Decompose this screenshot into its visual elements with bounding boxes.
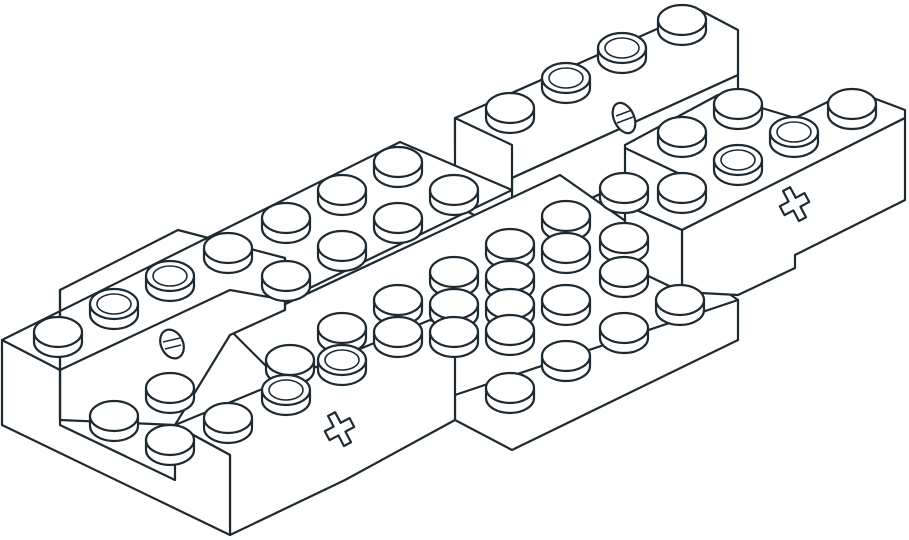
stud bbox=[202, 401, 254, 445]
stud bbox=[598, 255, 650, 299]
hollow-stud bbox=[88, 287, 140, 331]
stud bbox=[260, 259, 312, 303]
stud bbox=[656, 171, 708, 215]
stud bbox=[484, 371, 536, 415]
hollow-stud bbox=[316, 343, 368, 387]
stud bbox=[372, 201, 424, 245]
stud bbox=[598, 221, 650, 265]
stud bbox=[540, 231, 592, 275]
stud bbox=[656, 115, 708, 159]
stud bbox=[144, 423, 196, 467]
stud bbox=[260, 201, 312, 245]
stud bbox=[316, 229, 368, 273]
stud bbox=[598, 171, 650, 215]
studs-layer bbox=[32, 3, 878, 467]
stud bbox=[372, 145, 424, 189]
axle-hole-left bbox=[323, 411, 356, 448]
axle-hole-right bbox=[778, 186, 811, 223]
hollow-stud bbox=[144, 259, 196, 303]
hollow-stud bbox=[596, 31, 648, 75]
stud bbox=[484, 91, 536, 135]
stud bbox=[540, 339, 592, 383]
stud bbox=[598, 311, 650, 355]
stud bbox=[712, 87, 764, 131]
stud bbox=[144, 371, 196, 415]
stud bbox=[656, 3, 708, 47]
stud bbox=[428, 173, 480, 217]
stud bbox=[32, 315, 84, 359]
stud bbox=[316, 173, 368, 217]
hollow-stud bbox=[260, 373, 312, 417]
pin-hole-back bbox=[611, 101, 637, 135]
hollow-stud bbox=[768, 115, 820, 159]
stud bbox=[484, 313, 536, 357]
stud bbox=[88, 399, 140, 443]
stud bbox=[826, 87, 878, 131]
stud bbox=[372, 315, 424, 359]
stud bbox=[654, 283, 706, 327]
pin-hole-left bbox=[159, 328, 185, 360]
stud bbox=[540, 283, 592, 327]
hollow-stud bbox=[540, 61, 592, 105]
hollow-stud bbox=[712, 143, 764, 187]
stud bbox=[202, 231, 254, 275]
stud bbox=[428, 315, 480, 359]
